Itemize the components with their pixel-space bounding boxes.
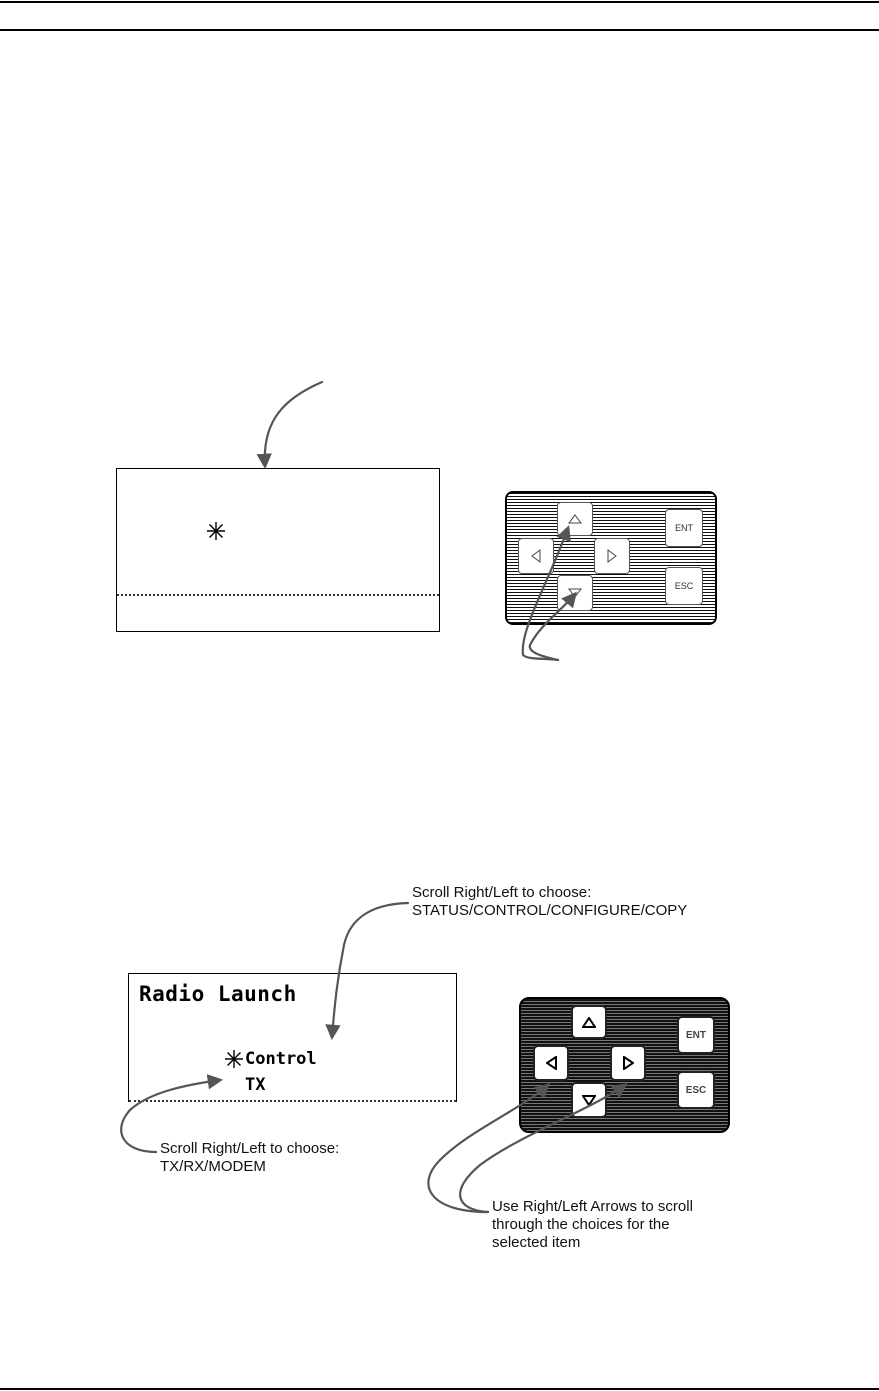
arrow-to-display [256, 380, 324, 470]
cursor-star-icon [206, 521, 226, 545]
triangle-down-icon [582, 1094, 596, 1106]
up-arrow-key[interactable] [571, 1005, 607, 1039]
callout-arrow-keys: Use Right/Left Arrows to scroll through … [492, 1198, 693, 1251]
down-arrow-key[interactable] [557, 575, 593, 611]
lcd-display-radio-launch: Radio Launch Control TX [128, 973, 457, 1102]
left-arrow-key[interactable] [518, 538, 554, 574]
header-rule-top [0, 1, 879, 3]
footer-rule [0, 1388, 879, 1390]
triangle-right-icon [607, 549, 617, 563]
callout-scroll-menu: Scroll Right/Left to choose: STATUS/CONT… [412, 884, 688, 919]
triangle-left-icon [545, 1056, 557, 1070]
triangle-left-icon [531, 549, 541, 563]
lcd-sub-line: TX [245, 1075, 266, 1095]
escape-key-label: ESC [674, 581, 694, 591]
right-arrow-key[interactable] [610, 1045, 646, 1081]
lcd-menu-line: Control [245, 1049, 317, 1069]
enter-key-label: ENT [686, 1029, 706, 1041]
keypad-dark: ENT ESC [519, 997, 730, 1133]
triangle-down-icon [568, 588, 582, 598]
left-arrow-key[interactable] [533, 1045, 569, 1081]
lcd-dotted-divider [129, 1100, 456, 1102]
cursor-star-icon [224, 1049, 244, 1073]
lcd-dotted-divider [117, 594, 439, 596]
lcd-display-blank [116, 468, 440, 632]
enter-key-label: ENT [675, 523, 693, 533]
right-arrow-key[interactable] [594, 538, 630, 574]
lcd-title: Radio Launch [139, 982, 297, 1006]
up-arrow-key[interactable] [557, 502, 593, 536]
escape-key[interactable]: ESC [665, 567, 703, 605]
escape-key[interactable]: ESC [677, 1071, 715, 1109]
triangle-up-icon [582, 1016, 596, 1028]
triangle-right-icon [622, 1056, 634, 1070]
enter-key[interactable]: ENT [665, 509, 703, 547]
callout-scroll-submenu: Scroll Right/Left to choose: TX/RX/MODEM [160, 1140, 340, 1175]
triangle-up-icon [568, 514, 582, 524]
enter-key[interactable]: ENT [677, 1016, 715, 1054]
keypad-light: ENT ESC [505, 491, 717, 625]
escape-key-label: ESC [685, 1084, 707, 1096]
header-rule-bottom [0, 29, 879, 31]
down-arrow-key[interactable] [571, 1082, 607, 1118]
